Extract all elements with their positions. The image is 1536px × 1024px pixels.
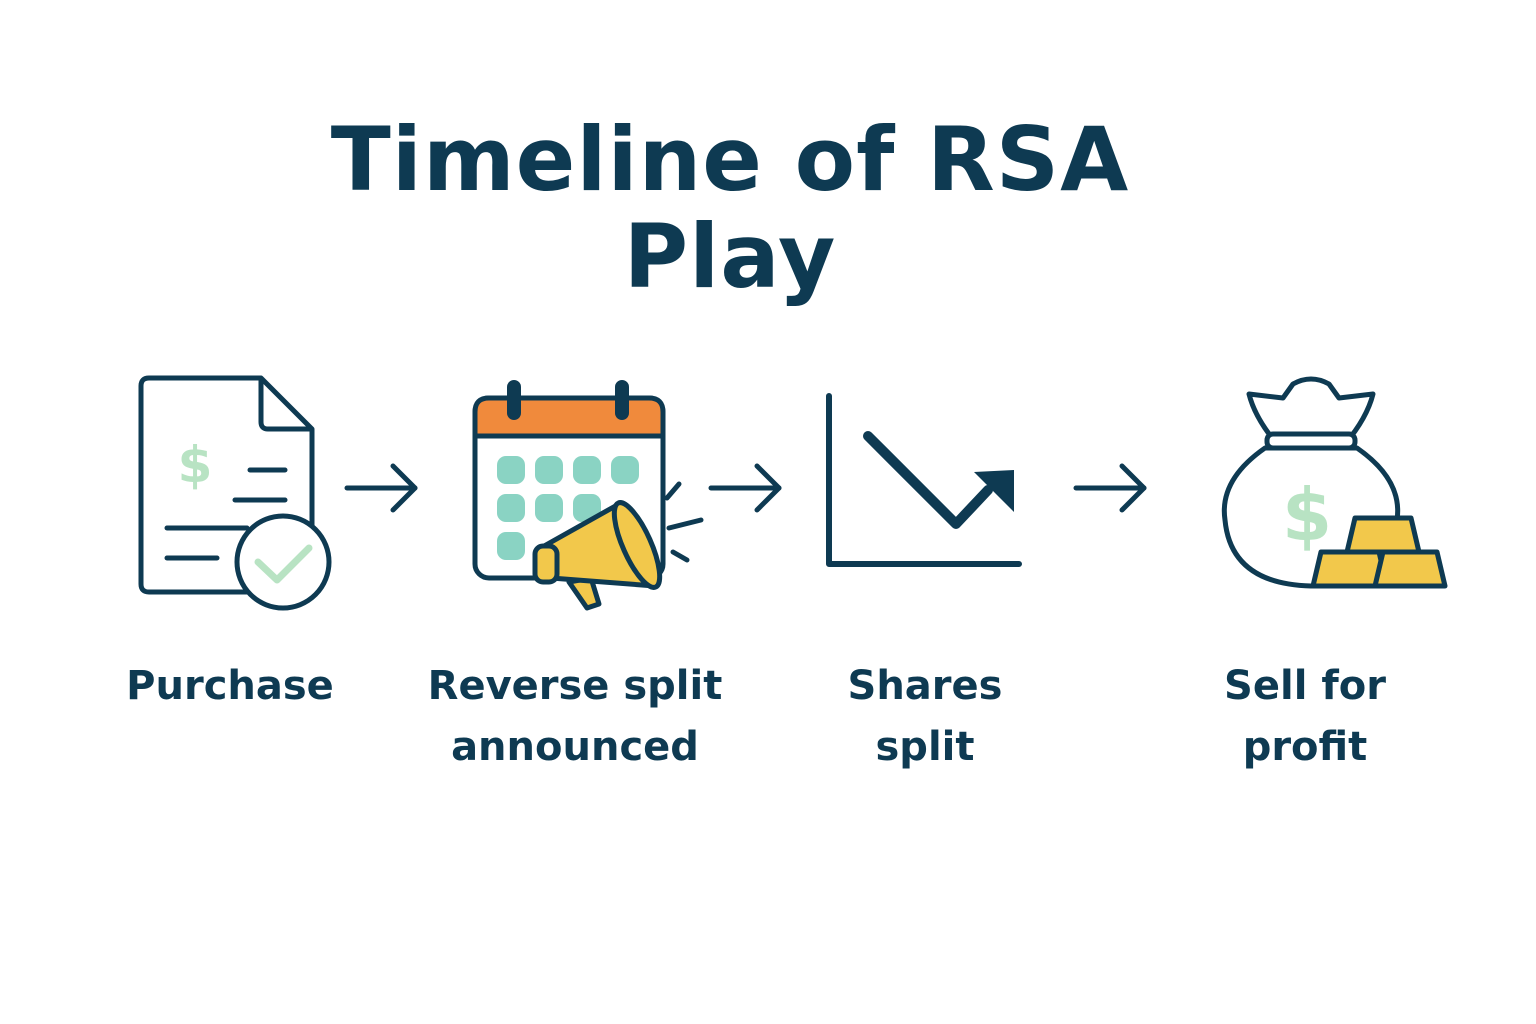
arrow-right-icon bbox=[708, 463, 782, 513]
svg-text:$: $ bbox=[1282, 473, 1332, 557]
arrow-right-icon bbox=[344, 463, 418, 513]
arrow-right-icon bbox=[1073, 463, 1147, 513]
step-label-shares-split: Shares split bbox=[847, 663, 1003, 770]
down-up-chart-icon bbox=[826, 393, 1022, 567]
page-title: Timeline of RSA Play bbox=[330, 108, 1130, 308]
svg-text:$: $ bbox=[178, 436, 213, 494]
calendar-megaphone-icon bbox=[472, 380, 704, 611]
step-label-reverse-split-announced: Reverse split announced bbox=[427, 663, 723, 770]
money-bag-gold-icon: $ bbox=[1221, 376, 1448, 589]
step-label-purchase: Purchase bbox=[126, 663, 334, 709]
document-check-icon: $ bbox=[138, 375, 332, 611]
step-label-sell-for-profit: Sell for profit bbox=[1224, 663, 1386, 770]
